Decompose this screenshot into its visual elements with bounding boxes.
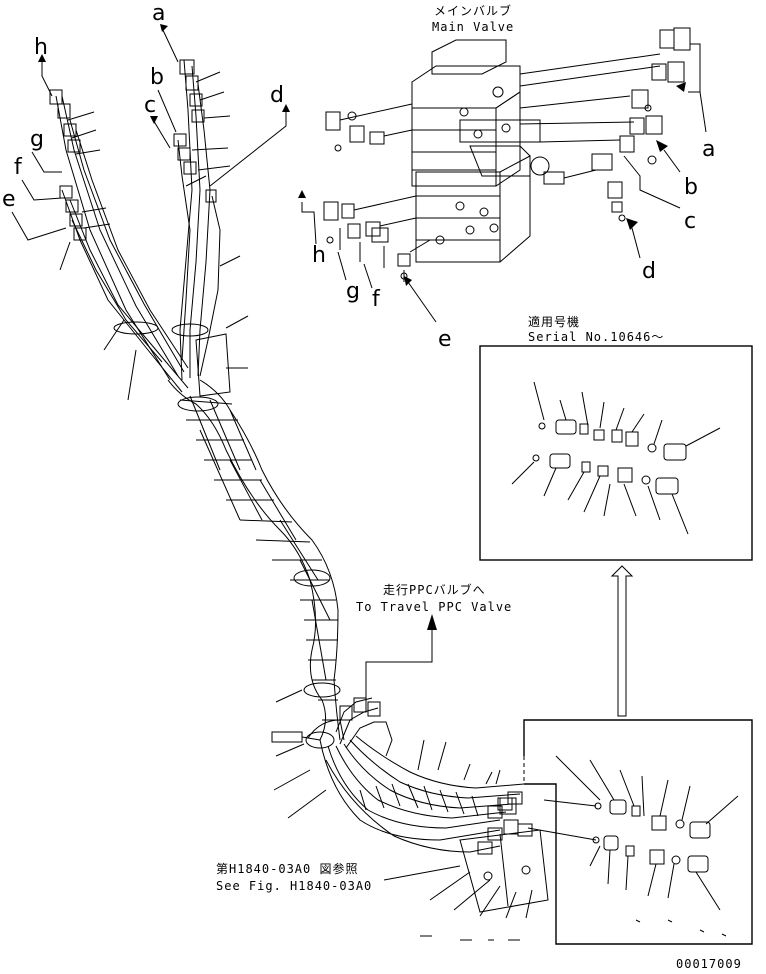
main-valve-caption-jp: メインバルブ: [434, 3, 512, 18]
hose-harness: [49, 59, 549, 913]
serial-caption-en: Serial No.10646～: [528, 330, 664, 344]
port-label-f-valve: f: [372, 287, 381, 312]
port-label-a-right: a: [702, 137, 715, 162]
harness-port-labels: a b c d h g f e: [2, 1, 290, 241]
port-label-e-valve: e: [438, 327, 452, 352]
main-valve-left-fittings: [323, 103, 431, 282]
reference-caption-en: See Fig. H1840-03A0: [216, 879, 372, 893]
harness-leader-lines: [59, 71, 533, 941]
detail-reference-arrow: [610, 565, 634, 717]
port-label-e-harness: e: [2, 187, 16, 212]
port-label-c-harness: c: [144, 93, 156, 118]
detail-box-lower: [523, 719, 753, 945]
port-label-g-valve: g: [346, 279, 360, 304]
port-label-c-right: c: [684, 209, 696, 234]
serial-caption-jp: 適用号機: [528, 314, 580, 329]
port-label-d-harness: d: [270, 83, 284, 108]
port-label-a-harness: a: [152, 1, 165, 26]
main-valve-block: [411, 39, 565, 263]
drawing-number: 00017009: [676, 957, 742, 971]
detail-box-upper: [479, 345, 753, 561]
port-label-d-right: d: [642, 259, 656, 284]
port-label-h-harness: h: [34, 35, 48, 60]
main-valve-caption-en: Main Valve: [432, 20, 514, 34]
main-valve-port-labels: a b c d h g f e: [298, 43, 715, 352]
port-label-b-harness: b: [150, 65, 164, 90]
travel-ppc-arrow: [365, 614, 437, 700]
port-label-g-harness: g: [30, 127, 44, 152]
travel-caption-jp: 走行PPCバルブへ: [383, 582, 486, 597]
detail-lower-fittings: [527, 755, 739, 937]
main-valve-right-fittings: [519, 27, 691, 222]
travel-caption-en: To Travel PPC Valve: [356, 600, 512, 614]
detail-upper-fittings: [511, 381, 721, 535]
port-label-f-harness: f: [14, 155, 23, 180]
reference-caption-jp: 第H1840-03A0 図参照: [216, 861, 358, 876]
reference-leader-line: [383, 865, 461, 881]
port-label-h-valve: h: [312, 243, 326, 268]
port-label-b-right: b: [684, 175, 698, 200]
